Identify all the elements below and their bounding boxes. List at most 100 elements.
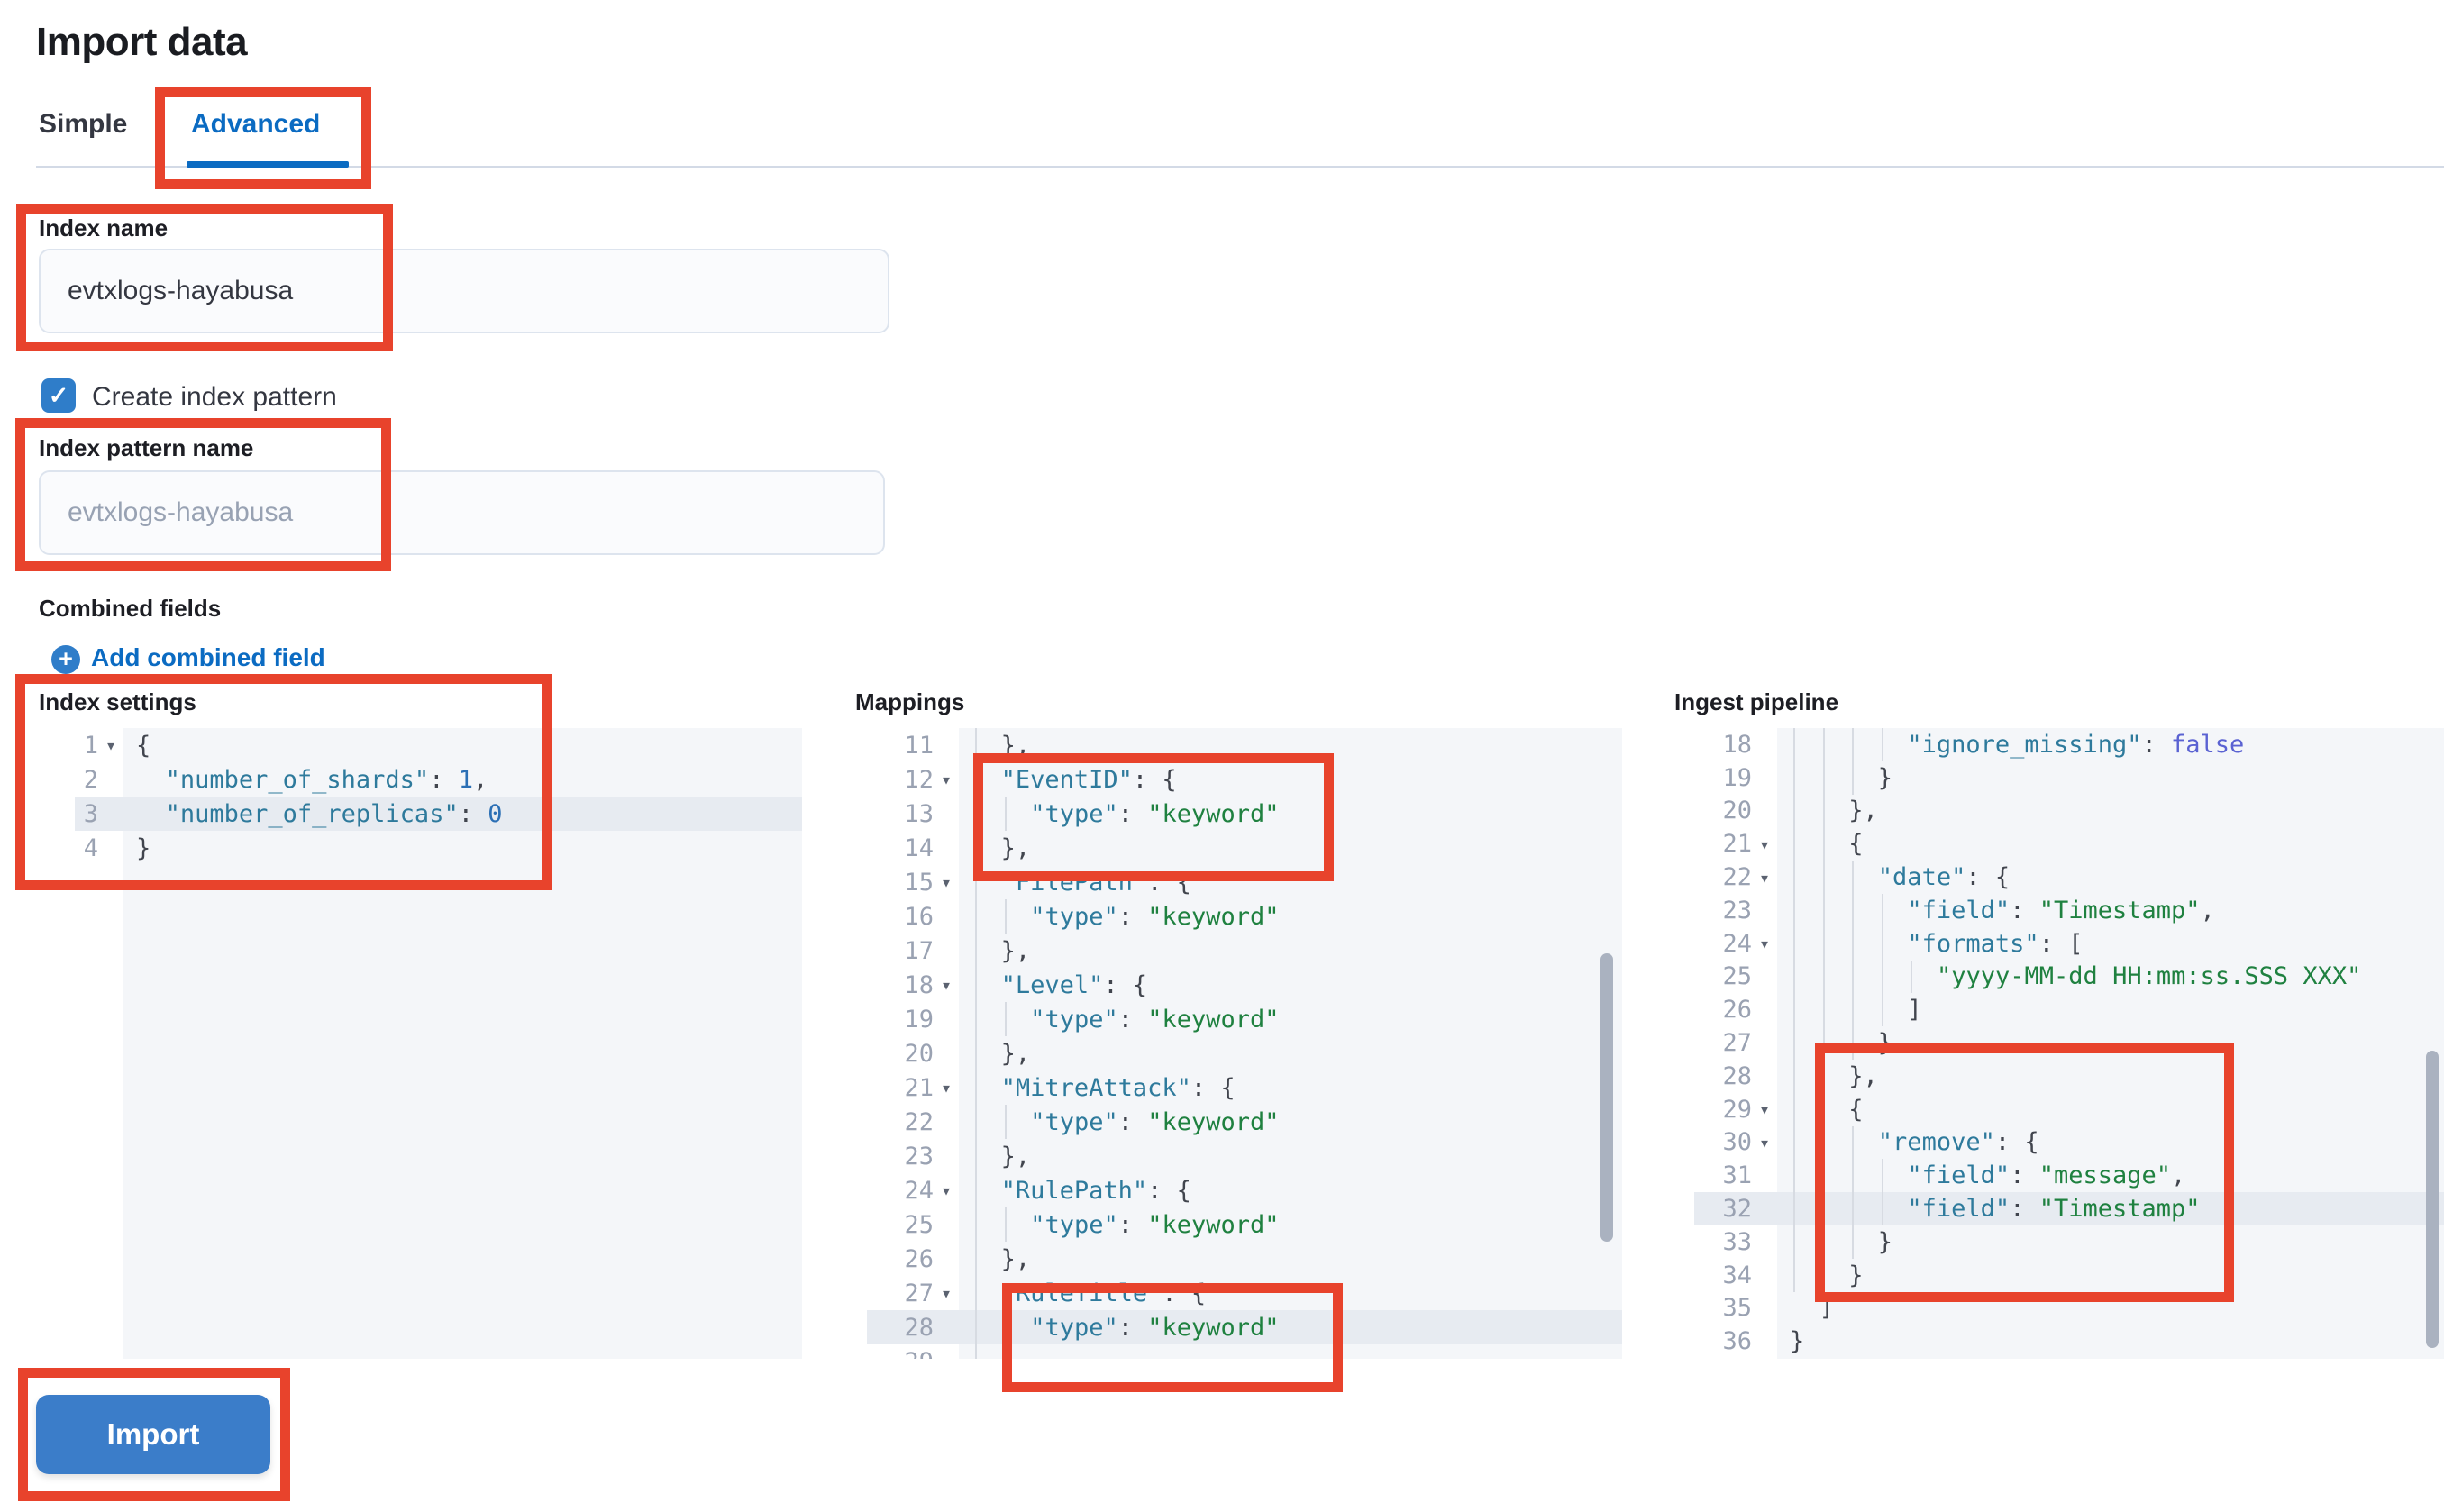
line-number: 22: [1722, 863, 1752, 892]
code-line: 11},: [867, 728, 1622, 762]
mappings-editor[interactable]: 11},12▾"EventID": {13"type": "keyword"14…: [867, 728, 1622, 1359]
add-combined-field-link[interactable]: Add combined field: [91, 643, 325, 671]
tab-advanced[interactable]: Advanced: [191, 109, 321, 139]
code-line: 30▾"remove": {: [1694, 1125, 2444, 1160]
fold-arrow-icon[interactable]: ▾: [1758, 1131, 1771, 1153]
code-line: 21▾{: [1694, 827, 2444, 861]
line-number: 30: [1722, 1128, 1752, 1157]
fold-arrow-icon[interactable]: ▾: [1758, 933, 1771, 955]
code-line: 14},: [867, 831, 1622, 865]
code-line: 28},: [1694, 1059, 2444, 1093]
indent-guide: [975, 1105, 977, 1139]
mappings-scrollbar[interactable]: [1600, 953, 1613, 1242]
code-line: 26]: [1694, 993, 2444, 1027]
line-number: 18: [1722, 730, 1752, 759]
code-line: 33}: [1694, 1225, 2444, 1259]
indent-guide: [975, 1310, 977, 1344]
code-line: 3"number_of_replicas": 0: [75, 797, 802, 831]
mappings-title: Mappings: [855, 688, 965, 715]
code-line: 23},: [867, 1139, 1622, 1173]
index-name-input[interactable]: [39, 249, 889, 333]
indent-guide: [1822, 761, 1825, 795]
indent-guide: [975, 1002, 977, 1036]
fold-arrow-icon[interactable]: ▾: [940, 871, 953, 893]
indent-guide: [1004, 1002, 1007, 1036]
indent-guide: [975, 1242, 977, 1276]
indent-guide: [975, 968, 977, 1002]
import-button[interactable]: Import: [36, 1395, 270, 1474]
indent-guide: [1793, 761, 1795, 795]
line-number: 16: [904, 902, 934, 931]
indent-guide: [1852, 1026, 1855, 1060]
index-settings-editor[interactable]: 1▾{2"number_of_shards": 1,3"number_of_re…: [75, 728, 802, 1359]
line-number: 24: [904, 1176, 934, 1205]
plus-in-circle-icon[interactable]: +: [51, 645, 80, 674]
line-number: 14: [904, 833, 934, 862]
combined-fields-label: Combined fields: [39, 595, 222, 622]
indent-guide: [1793, 1092, 1795, 1126]
code-line: 27▾"RuleTitle": {: [867, 1276, 1622, 1310]
tab-simple[interactable]: Simple: [39, 109, 128, 139]
line-number: 1: [83, 731, 98, 760]
code-line: 21▾"MitreAttack": {: [867, 1070, 1622, 1105]
code-line: 25"type": "keyword": [867, 1207, 1622, 1242]
fold-arrow-icon[interactable]: ▾: [940, 1077, 953, 1098]
line-number: 33: [1722, 1227, 1752, 1256]
indent-guide: [1822, 926, 1825, 961]
line-number: 26: [1722, 996, 1752, 1025]
indent-guide: [1004, 797, 1007, 831]
fold-arrow-icon[interactable]: ▾: [1758, 1098, 1771, 1121]
line-number: 34: [1722, 1261, 1752, 1289]
fold-arrow-icon[interactable]: ▾: [940, 1180, 953, 1201]
line-number: 19: [904, 1005, 934, 1034]
code-line: 17},: [867, 934, 1622, 968]
line-number: 20: [904, 1039, 934, 1068]
indent-guide: [1881, 993, 1883, 1027]
code-line: 27}: [1694, 1026, 2444, 1060]
code-line: 16"type": "keyword": [867, 899, 1622, 934]
ingest-pipeline-scrollbar[interactable]: [2426, 1051, 2439, 1348]
code-line: 31"field": "message",: [1694, 1159, 2444, 1193]
indent-guide: [1881, 960, 1883, 994]
line-number: 35: [1722, 1294, 1752, 1323]
indent-guide: [1004, 1207, 1007, 1242]
code-line: 20},: [867, 1036, 1622, 1070]
line-number: 24: [1722, 929, 1752, 958]
fold-arrow-icon[interactable]: ▾: [1758, 833, 1771, 855]
code-line: 32"field": "Timestamp": [1694, 1192, 2444, 1225]
code-line: 25"yyyy-MM-dd HH:mm:ss.SSS XXX": [1694, 960, 2444, 994]
code-line: 23"field": "Timestamp",: [1694, 893, 2444, 927]
indent-guide: [1822, 794, 1825, 828]
indent-guide: [1822, 1092, 1825, 1126]
code-line: 2"number_of_shards": 1,: [75, 762, 802, 797]
indent-guide: [1852, 960, 1855, 994]
line-number: 18: [904, 970, 934, 999]
fold-arrow-icon[interactable]: ▾: [940, 1282, 953, 1304]
indent-guide: [1852, 1225, 1855, 1259]
fold-arrow-icon[interactable]: ▾: [105, 734, 117, 756]
indent-guide: [1793, 728, 1795, 761]
fold-arrow-icon[interactable]: ▾: [1758, 866, 1771, 888]
create-index-pattern-label: Create index pattern: [92, 382, 337, 412]
indent-guide: [975, 762, 977, 797]
code-line: 35]: [1694, 1292, 2444, 1325]
indent-guide: [1852, 926, 1855, 961]
create-index-pattern-checkbox[interactable]: ✓: [41, 378, 76, 413]
line-number: 29: [867, 1348, 934, 1360]
indent-guide: [1852, 1192, 1855, 1225]
fold-arrow-icon[interactable]: ▾: [940, 974, 953, 996]
line-number: 3: [83, 799, 98, 828]
indent-guide: [1793, 1125, 1795, 1160]
line-number: 19: [1722, 763, 1752, 792]
code-line: 13"type": "keyword": [867, 797, 1622, 831]
fold-arrow-icon[interactable]: ▾: [940, 769, 953, 790]
code-line: 34}: [1694, 1258, 2444, 1292]
index-pattern-name-input[interactable]: [39, 470, 885, 555]
indent-guide: [1822, 1059, 1825, 1093]
line-number: 26: [904, 1244, 934, 1273]
indent-guide: [1793, 1192, 1795, 1225]
line-number: 21: [1722, 830, 1752, 859]
indent-guide: [1852, 728, 1855, 761]
code-line: 18"ignore_missing": false: [1694, 728, 2444, 761]
